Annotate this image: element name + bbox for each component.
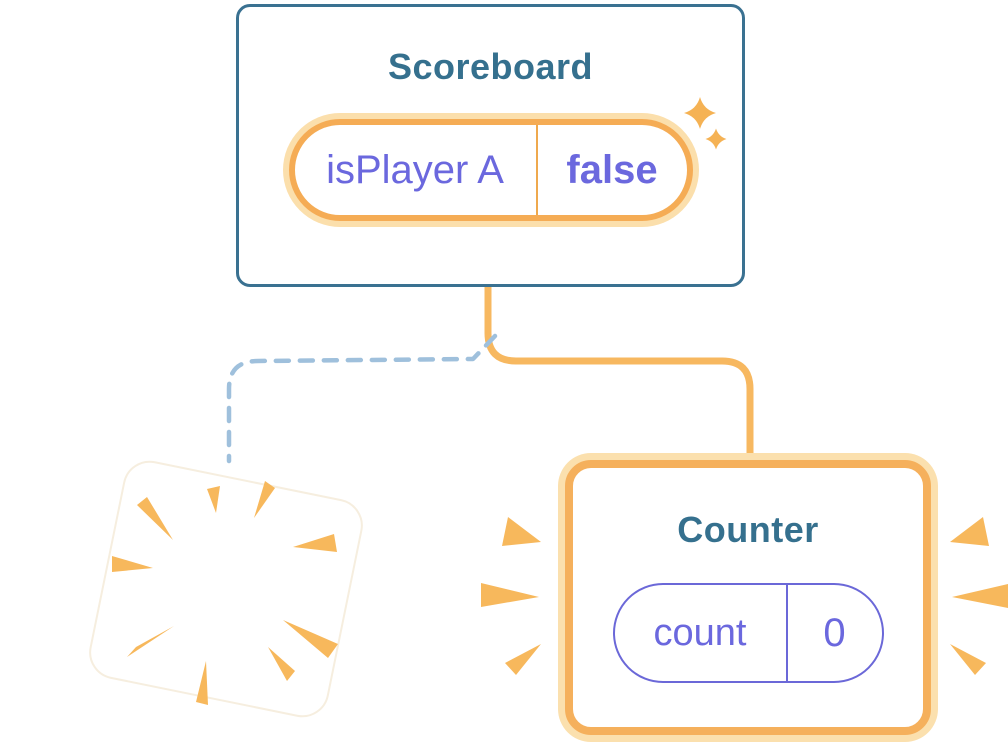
destroyed-card-group [89,460,363,718]
counter-title: Counter [677,509,819,550]
scoreboard-component-card: Scoreboard isPlayer A false [236,4,745,287]
counter-emphasis-marks [481,517,1008,675]
pill-divider [535,125,538,215]
pill-divider [785,585,788,681]
connector-dashed-scoreboard-to-removed [226,333,498,464]
scoreboard-title: Scoreboard [387,46,594,87]
state-value-cell: false [538,125,687,215]
burst-wedge-icon [207,486,220,513]
burst-wedge-icon [254,481,275,518]
counter-state-value: 0 [823,610,846,655]
scoreboard-state-pill: isPlayer A false [288,119,693,221]
emphasis-mark-icon [950,644,986,675]
burst-wedge-icon [268,647,295,681]
destroyed-card [89,460,363,718]
connector-solid-scoreboard-to-counter [484,282,754,461]
emphasis-mark-icon [505,644,541,675]
burst-wedge-icon [112,556,153,572]
burst-wedge-icon [196,661,208,705]
state-name-cell: count [615,585,786,681]
state-name-cell: isPlayer A [295,125,536,215]
burst-wedge-icon [127,626,174,657]
emphasis-mark-icon [950,517,989,546]
counter-state-name: count [653,611,747,654]
emphasis-mark-icon [481,583,539,607]
counter-component-card: Counter count 0 [565,460,931,735]
scoreboard-state-value: false [566,147,658,192]
state-value-cell: 0 [788,585,882,681]
burst-wedge-icon [293,534,337,552]
destroyed-card-burst-icon [112,481,338,705]
counter-state-pill: count 0 [612,583,884,683]
scoreboard-state-name: isPlayer A [326,147,504,192]
burst-wedge-icon [137,497,173,540]
emphasis-mark-icon [502,517,541,546]
emphasis-mark-icon [952,584,1008,608]
burst-wedge-icon [283,620,338,658]
